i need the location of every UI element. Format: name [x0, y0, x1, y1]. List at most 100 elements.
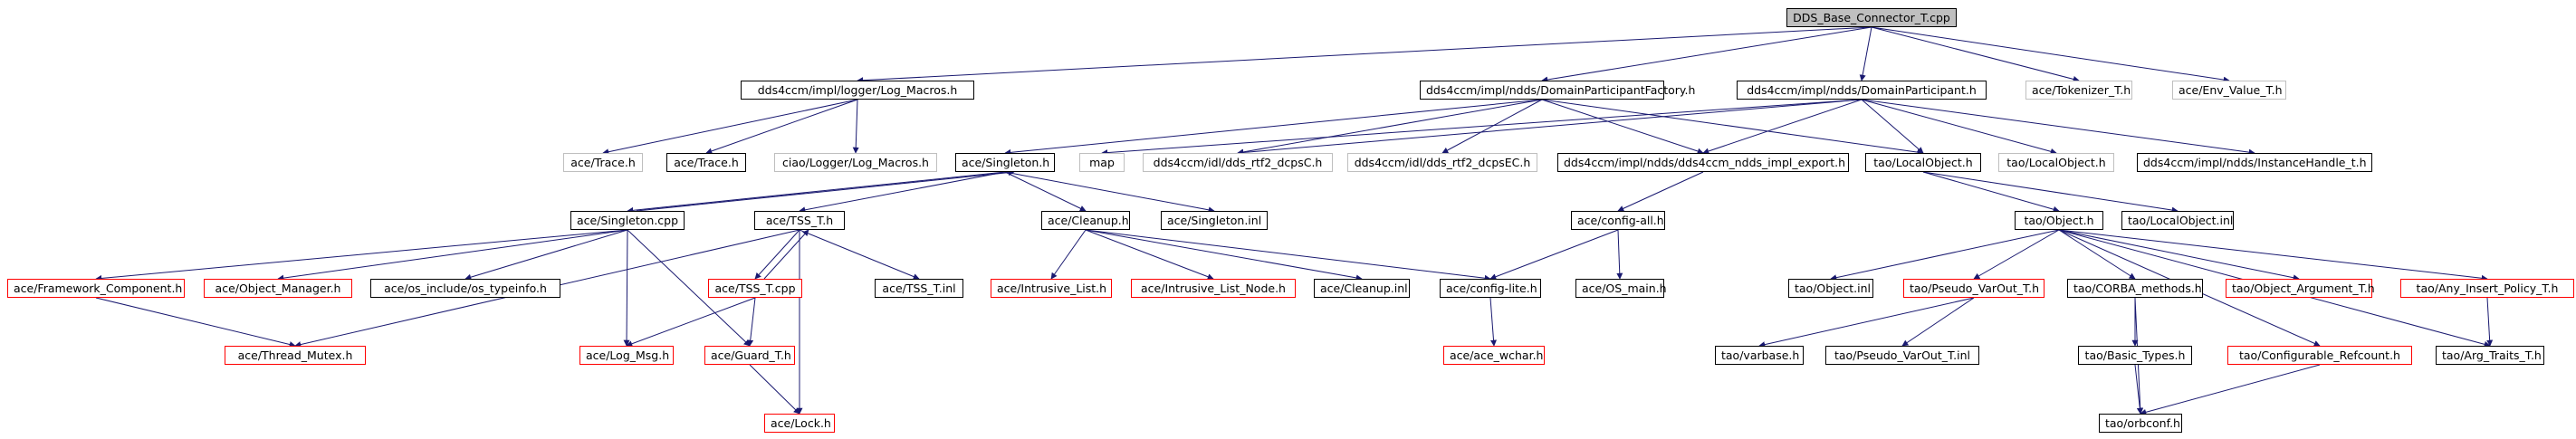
edge-config_all-to-os_main: [1616, 229, 1623, 280]
node-ace-ace-wchar-h[interactable]: ace/ace_wchar.h: [1443, 346, 1545, 365]
node-domain-participant-h[interactable]: dds4ccm/impl/ndds/DomainParticipant.h: [1737, 81, 1987, 100]
edge-dp_factory-to-dcps_c: [1237, 99, 1543, 156]
node-ndds-impl-export-h[interactable]: dds4ccm/impl/ndds/dds4ccm_ndds_impl_expo…: [1557, 153, 1849, 172]
node-tao-localobject-inl[interactable]: tao/LocalObject.inl: [2121, 211, 2234, 230]
node-tao-corba-methods-h[interactable]: tao/CORBA_methods.h: [2067, 279, 2203, 298]
edge-cleanup_h-to-intrusive_list: [1050, 229, 1087, 280]
edge-log_macros-to-ciao_log_macros: [852, 99, 859, 154]
node-tao-object-h[interactable]: tao/Object.h: [2015, 211, 2103, 230]
node-ace-object-manager-h[interactable]: ace/Object_Manager.h: [204, 279, 352, 298]
node-ace-os-main-h[interactable]: ace/OS_main.h: [1575, 279, 1667, 298]
node-ace-thread-mutex-h[interactable]: ace/Thread_Mutex.h: [225, 346, 366, 365]
edge-config_all-to-config_lite: [1489, 229, 1619, 281]
node-ace-singleton-inl[interactable]: ace/Singleton.inl: [1161, 211, 1268, 230]
node-tao-varbase-h[interactable]: tao/varbase.h: [1715, 346, 1804, 365]
node-ace-lock-h[interactable]: ace/Lock.h: [764, 414, 835, 433]
node-tao-arg-traits-t-h[interactable]: tao/Arg_Traits_T.h: [2436, 346, 2544, 365]
edge-dp-to-map: [1101, 99, 1863, 157]
node-ace-config-all-h[interactable]: ace/config-all.h: [1571, 211, 1665, 230]
edge-singleton_h-to-singleton_cpp: [627, 171, 1006, 214]
node-ciao-log-macros-h[interactable]: ciao/Logger/Log_Macros.h: [774, 153, 937, 172]
edge-cleanup_h-to-cleanup_inl: [1085, 229, 1363, 282]
node-ace-framework-component-h[interactable]: ace/Framework_Component.h: [7, 279, 185, 298]
node-ace-log-msg-h[interactable]: ace/Log_Msg.h: [579, 346, 674, 365]
edge-guard_t-to-lock: [749, 364, 800, 415]
node-tao-configurable-refcount-h[interactable]: tao/Configurable_Refcount.h: [2227, 346, 2412, 365]
edge-singleton_cpp-to-guard_t: [627, 229, 751, 347]
edge-root-to-env_value: [1871, 26, 2230, 83]
edge-root-to-dp: [1859, 26, 1872, 81]
edge-singleton_h-to-singleton_inl: [1004, 171, 1215, 214]
node-tao-object-inl[interactable]: tao/Object.inl: [1788, 279, 1873, 298]
edge-dp-to-localobject_h: [1861, 99, 1924, 154]
edge-object_h-to-corba_methods: [2058, 229, 2136, 280]
edge-root-to-tokenizer: [1871, 26, 2080, 82]
edge-localobject_h-to-object_h: [1922, 171, 2060, 213]
node-tao-pseudo-varout-t-h[interactable]: tao/Pseudo_VarOut_T.h: [1903, 279, 2045, 298]
edge-framework_component-to-thread_mutex: [95, 297, 296, 348]
edge-config_lite-to-ace_wchar: [1489, 297, 1498, 347]
edge-pseudo_varout_h-to-varbase: [1758, 297, 1975, 348]
node-tao-pseudo-varout-t-inl[interactable]: tao/Pseudo_VarOut_T.inl: [1825, 346, 1979, 365]
edge-object_h-to-any_insert_policy: [2058, 229, 2488, 282]
edge-dp-to-instance_handle: [1861, 99, 2255, 156]
node-tao-orbconf-h[interactable]: tao/orbconf.h: [2099, 414, 2182, 433]
node-tao-localobject-h-external[interactable]: tao/LocalObject.h: [1998, 153, 2114, 172]
node-ace-intrusive-list-node-h[interactable]: ace/Intrusive_List_Node.h: [1131, 279, 1296, 298]
edge-dp_factory-to-singleton_h: [1004, 99, 1543, 156]
edge-singleton_cpp-to-framework_component: [95, 229, 628, 282]
edge-root-to-log_macros: [857, 26, 1872, 84]
node-ace-os-typeinfo-h[interactable]: ace/os_include/os_typeinfo.h: [370, 279, 560, 298]
node-ace-tss-t-h[interactable]: ace/TSS_T.h: [754, 211, 845, 230]
node-ace-cleanup-inl[interactable]: ace/Cleanup.inl: [1314, 279, 1410, 298]
node-tao-any-insert-policy-t-h[interactable]: tao/Any_Insert_Policy_T.h: [2400, 279, 2574, 298]
node-dds4ccm-log-macros-h[interactable]: dds4ccm/impl/logger/Log_Macros.h: [741, 81, 974, 100]
node-tao-localobject-h[interactable]: tao/LocalObject.h: [1865, 153, 1981, 172]
edge-tss_t_cpp-to-guard_t: [747, 297, 756, 347]
edge-log_macros-to-trace: [705, 99, 858, 155]
edge-dp-to-dcps_c: [1237, 99, 1863, 156]
edge-singleton_h-to-tss_t_h: [799, 171, 1006, 214]
node-ace-tss-t-cpp[interactable]: ace/TSS_T.cpp: [708, 279, 802, 298]
edge-impl_export-to-config_all: [1617, 171, 1704, 212]
edge-object_h-to-object_inl: [1830, 229, 2060, 282]
node-tokenizer-t-h[interactable]: ace/Tokenizer_T.h: [2025, 81, 2132, 100]
edge-dp-to-localobject_h_g: [1861, 99, 2057, 155]
edge-basic_types-to-orbconf: [2134, 364, 2143, 415]
node-ace-trace-h-external[interactable]: ace/Trace.h: [563, 153, 643, 172]
node-ace-trace-h[interactable]: ace/Trace.h: [666, 153, 746, 172]
edge-object_h-to-object_argument: [2058, 229, 2300, 282]
node-tao-object-argument-t-h[interactable]: tao/Object_Argument_T.h: [2226, 279, 2375, 298]
node-ace-guard-t-h[interactable]: ace/Guard_T.h: [704, 346, 795, 365]
node-dds-rtf2-dcpsc-h[interactable]: dds4ccm/idl/dds_rtf2_dcpsC.h: [1143, 153, 1333, 172]
edge-dp_factory-to-impl_export: [1541, 99, 1704, 155]
edge-dp_factory-to-dcps_ec: [1441, 99, 1543, 154]
node-instance-handle-t-h[interactable]: dds4ccm/impl/ndds/InstanceHandle_t.h: [2137, 153, 2372, 172]
edge-log_macros-to-trace_g: [602, 99, 858, 156]
node-env-value-t-h[interactable]: ace/Env_Value_T.h: [2172, 81, 2286, 100]
node-domain-participant-factory-h[interactable]: dds4ccm/impl/ndds/DomainParticipantFacto…: [1420, 81, 1695, 100]
edge-dp-to-impl_export: [1702, 99, 1863, 155]
node-tao-basic-types-h[interactable]: tao/Basic_Types.h: [2078, 346, 2192, 365]
edge-object_h-to-pseudo_varout_h: [1973, 229, 2060, 280]
node-ace-singleton-h[interactable]: ace/Singleton.h: [955, 153, 1055, 172]
edge-root-to-dp_factory: [1541, 26, 1872, 83]
node-ace-tss-t-inl[interactable]: ace/TSS_T.inl: [875, 279, 963, 298]
edge-pseudo_varout_h-to-pseudo_varout_inl: [1901, 297, 1975, 347]
node-ace-intrusive-list-h[interactable]: ace/Intrusive_List.h: [991, 279, 1112, 298]
edge-singleton_h-to-cleanup_h: [1004, 171, 1087, 212]
edge-tss_t_cpp-to-log_msg: [626, 297, 756, 348]
node-dds-base-connector-t-cpp[interactable]: DDS_Base_Connector_T.cpp: [1786, 8, 1957, 27]
edge-singleton_cpp-to-singleton_h: [636, 169, 1015, 212]
edge-singleton_cpp-to-os_typeinfo: [464, 229, 628, 281]
node-dds-rtf2-dcpsec-h[interactable]: dds4ccm/idl/dds_rtf2_dcpsEC.h: [1347, 153, 1537, 172]
node-ace-config-lite-h[interactable]: ace/config-lite.h: [1440, 279, 1541, 298]
edge-cleanup_h-to-intrusive_list_node: [1085, 229, 1214, 281]
edge-singleton_cpp-to-object_manager: [277, 229, 628, 282]
node-map[interactable]: map: [1079, 153, 1125, 172]
node-ace-singleton-cpp[interactable]: ace/Singleton.cpp: [570, 211, 685, 230]
edge-tss_t_cpp-to-tss_t_h: [763, 229, 809, 280]
node-ace-cleanup-h[interactable]: ace/Cleanup.h: [1041, 211, 1130, 230]
